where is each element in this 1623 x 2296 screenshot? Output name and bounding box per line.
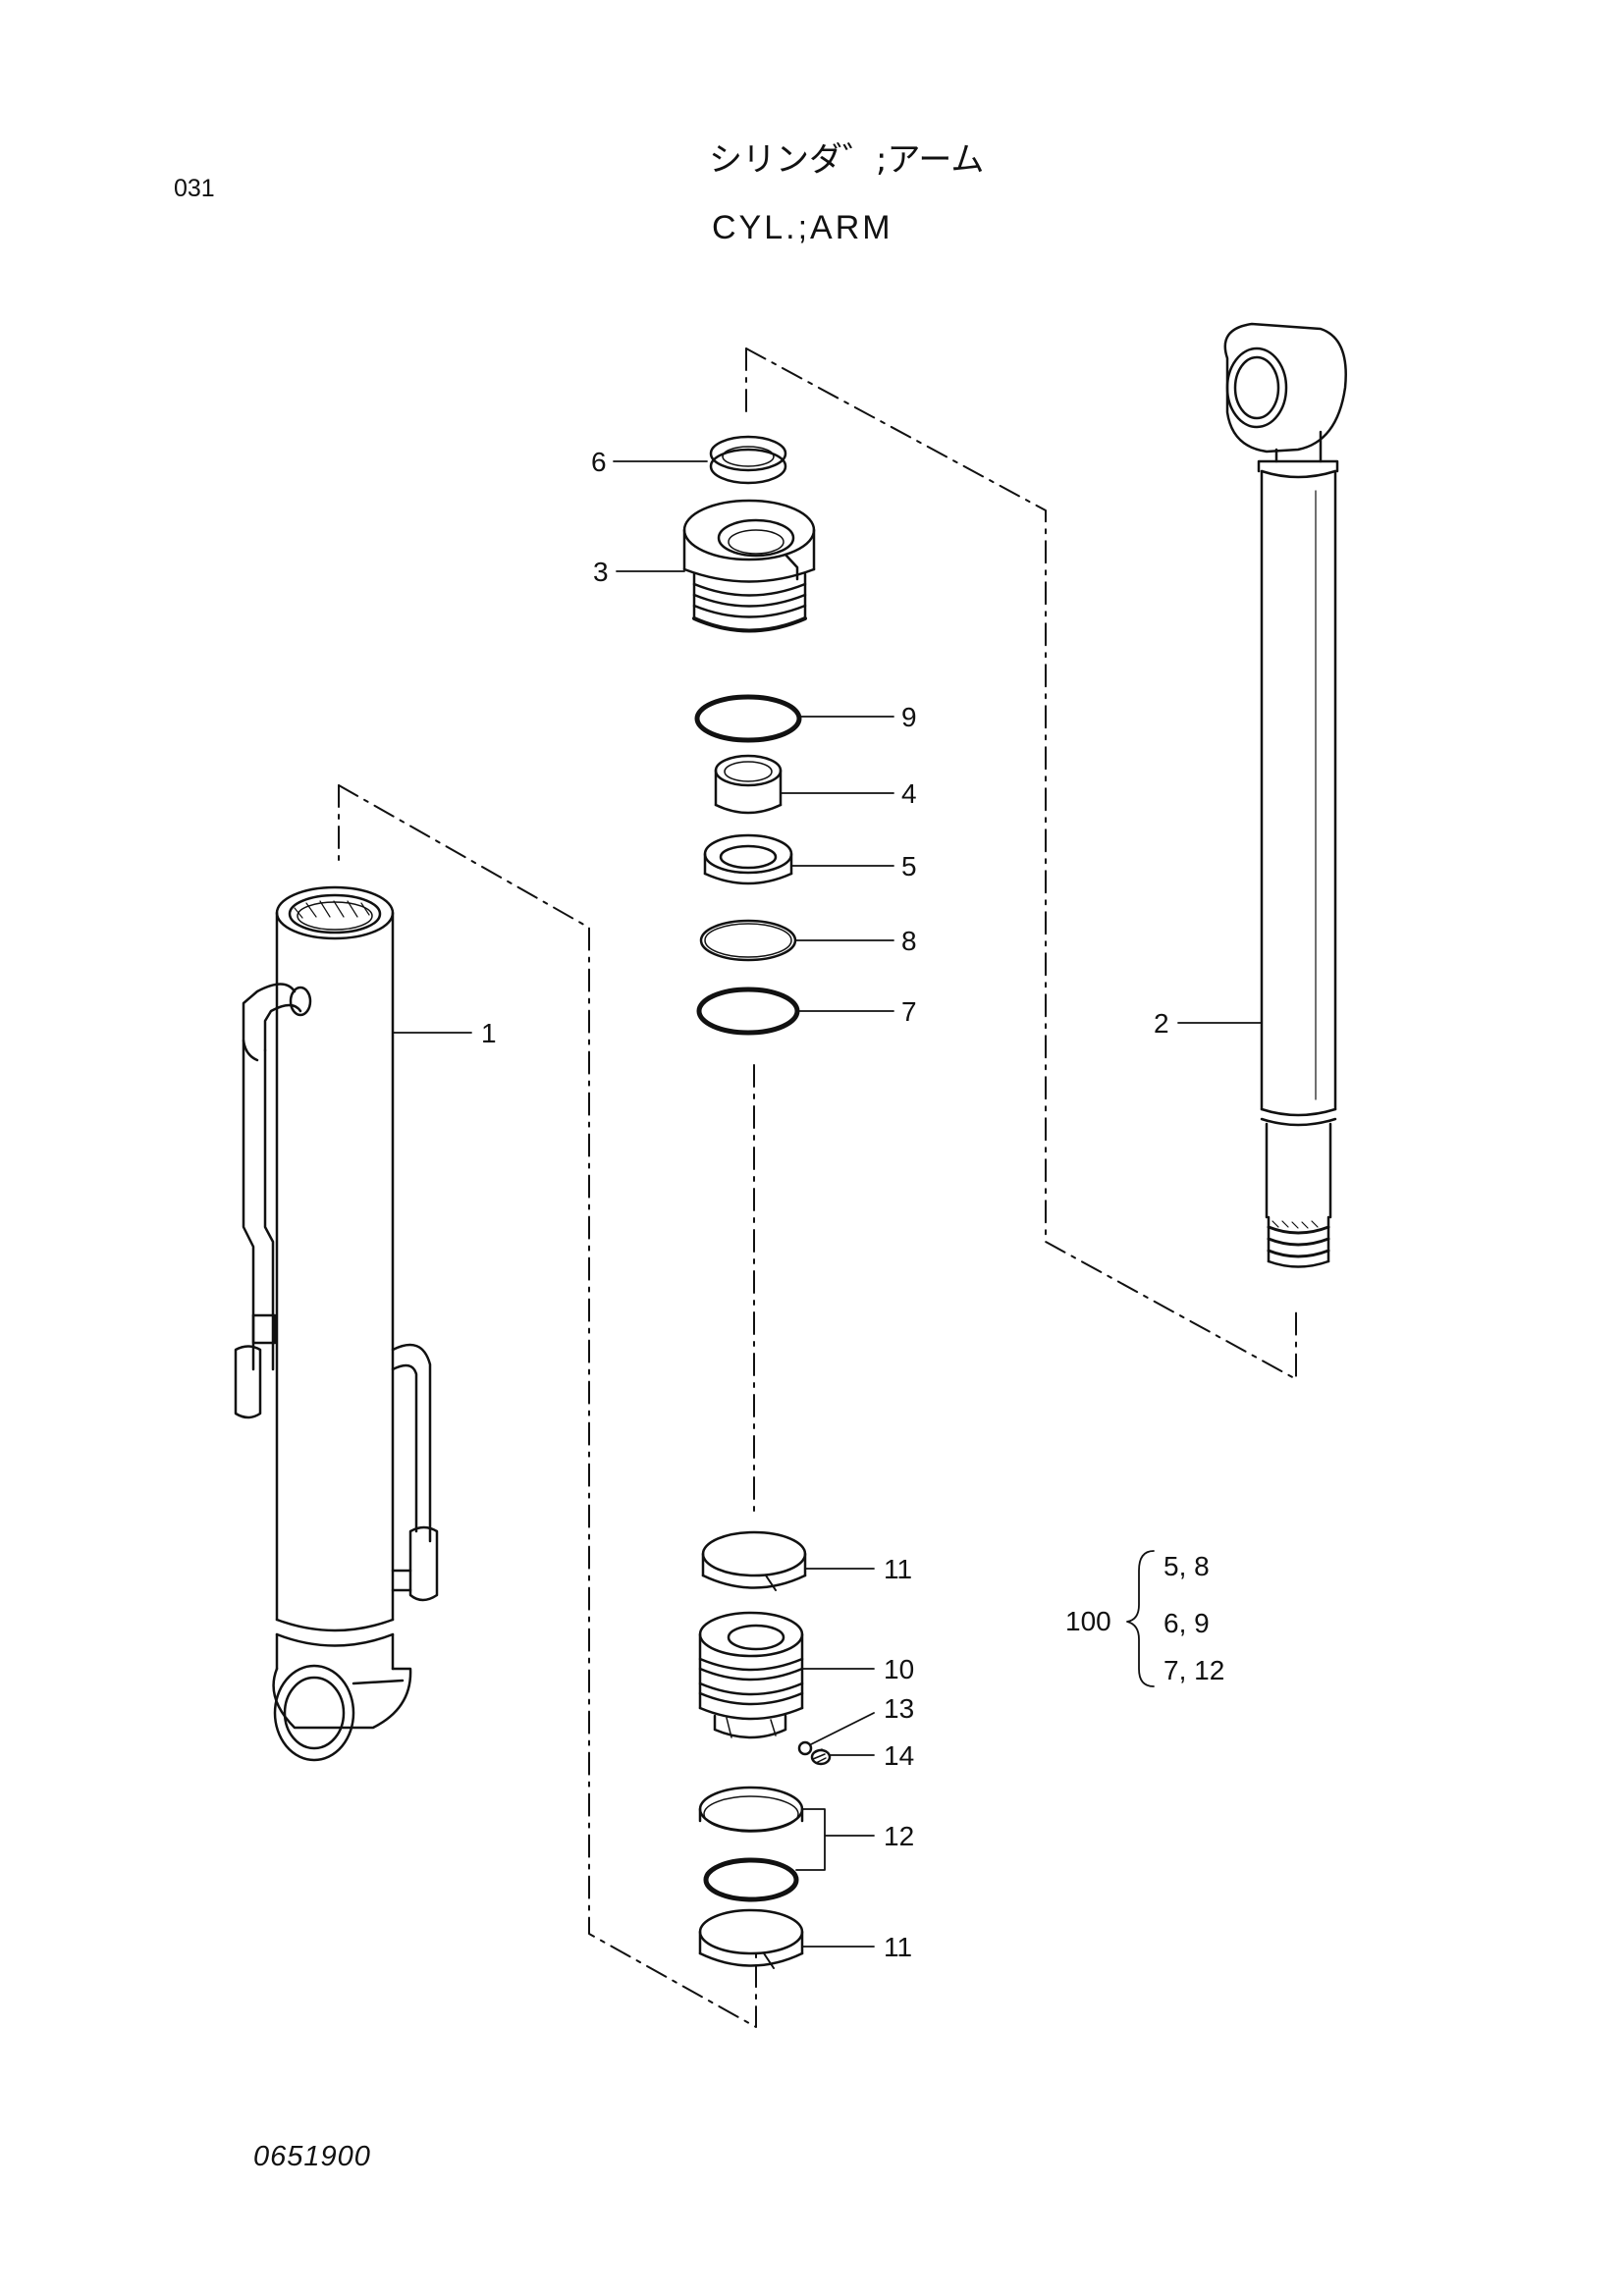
callout-2: 2 (1154, 1008, 1169, 1039)
kit-number: 100 (1065, 1606, 1111, 1636)
kit-row-1: 5, 8 (1163, 1551, 1210, 1581)
leader-lines (392, 460, 1263, 1948)
callout-3: 3 (593, 557, 609, 587)
assembly-guide-lines (338, 347, 1297, 2028)
wear-ring-upper (701, 1530, 807, 1591)
kit-row-2: 6, 9 (1163, 1608, 1210, 1638)
steel-ball-13 (797, 1740, 813, 1756)
dust-seal-part (709, 435, 787, 485)
callout-8: 8 (901, 926, 917, 956)
bushing-part (714, 754, 783, 815)
title-english: CYL.;ARM (712, 209, 893, 246)
set-screw-14 (810, 1748, 832, 1766)
drawing-number: 0651900 (253, 2141, 371, 2172)
piston-part (698, 1611, 804, 1739)
callout-5: 5 (901, 851, 917, 881)
callout-11-upper: 11 (884, 1554, 913, 1584)
callout-12: 12 (884, 1821, 915, 1851)
callout-7: 7 (901, 996, 917, 1027)
piston-rod-part (1223, 322, 1347, 1268)
wear-ring-lower (698, 1908, 804, 1969)
title-japanese: シリンダ゛;アーム (709, 140, 985, 180)
callout-9: 9 (901, 702, 917, 732)
seal-set-part (698, 1786, 804, 1902)
page-number: 031 (174, 175, 215, 202)
callout-4: 4 (901, 778, 917, 809)
backup-ring-8-inner (704, 923, 792, 958)
callout-1: 1 (481, 1018, 497, 1048)
kit-row-3: 7, 12 (1163, 1655, 1225, 1685)
cylinder-tube-part (234, 885, 439, 1762)
callout-11-lower: 11 (884, 1932, 913, 1962)
cylinder-head-part (682, 499, 816, 633)
callout-6: 6 (591, 447, 607, 477)
backup-ring-8 (699, 919, 797, 962)
callout-14: 14 (884, 1740, 915, 1771)
o-ring-7 (696, 987, 800, 1036)
rod-seal-part (703, 833, 793, 885)
callout-13: 13 (884, 1693, 915, 1724)
callout-10: 10 (884, 1654, 915, 1684)
o-ring-9 (694, 694, 802, 743)
